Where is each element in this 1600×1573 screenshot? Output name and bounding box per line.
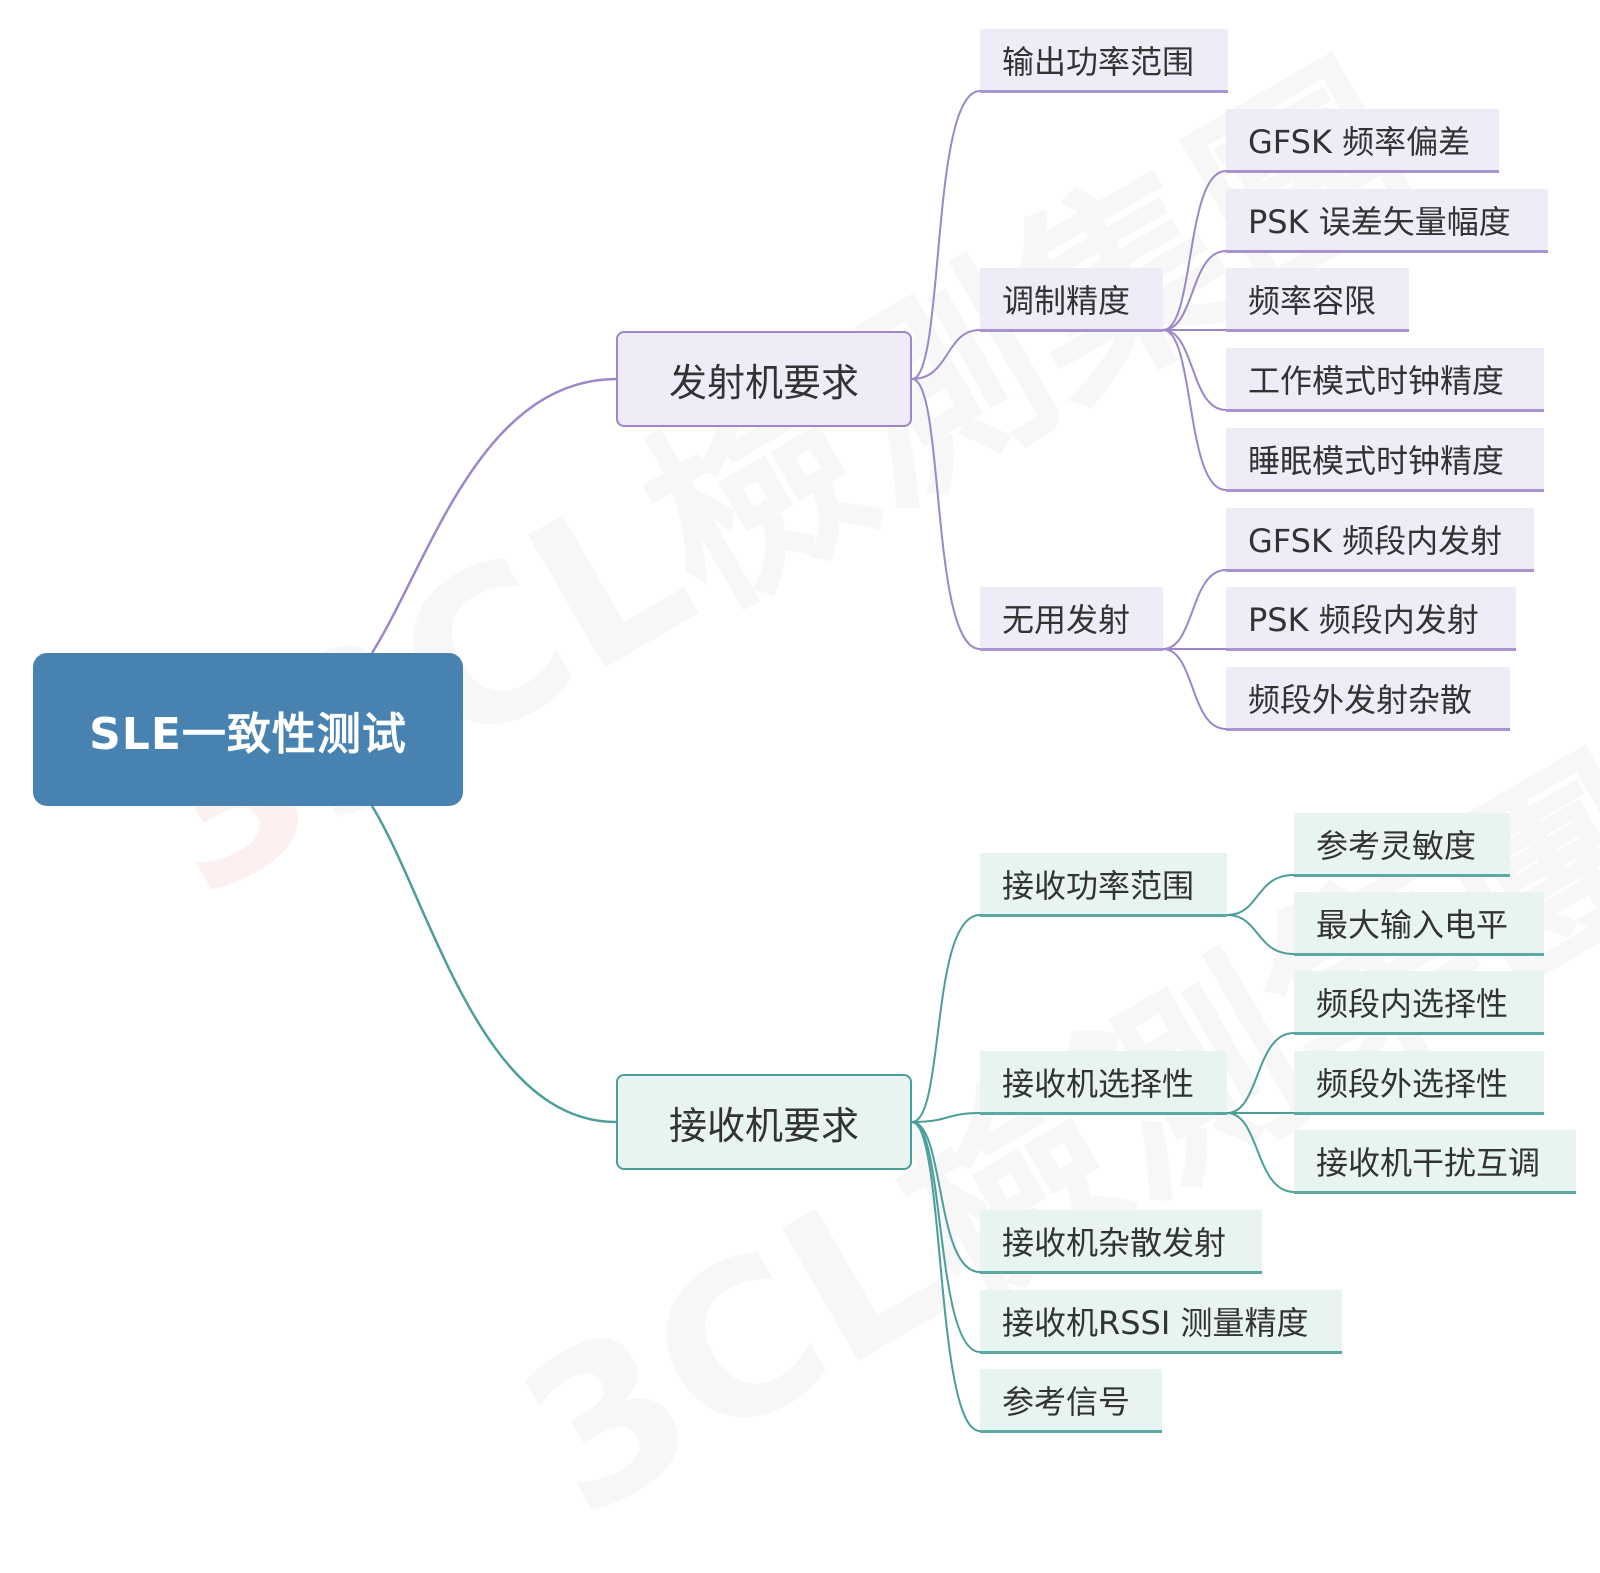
subtopic-label: 睡眠模式时钟精度 — [1248, 441, 1505, 480]
topic-receiver-selectivity[interactable]: 接收机选择性 — [980, 1051, 1227, 1115]
topic-label: 接收功率范围 — [1002, 866, 1195, 905]
subtopic-label: 频段外发射杂散 — [1248, 680, 1473, 719]
subtopic-label: 参考灵敏度 — [1316, 826, 1477, 865]
subtopic-frequency-tolerance[interactable]: 频率容限 — [1226, 268, 1409, 332]
subtopic-label: 频段外选择性 — [1316, 1064, 1509, 1103]
subtopic-label: GFSK 频段内发射 — [1248, 521, 1503, 560]
subtopic-sleep-clock-accuracy[interactable]: 睡眠模式时钟精度 — [1226, 428, 1544, 492]
topic-receive-power-range[interactable]: 接收功率范围 — [980, 853, 1227, 917]
subtopic-out-of-band-spurious[interactable]: 频段外发射杂散 — [1226, 667, 1510, 731]
topic-label: 输出功率范围 — [1002, 42, 1195, 81]
subtopic-max-input-level[interactable]: 最大输入电平 — [1294, 892, 1544, 956]
topic-output-power-range[interactable]: 输出功率范围 — [980, 29, 1228, 93]
receiver-node[interactable]: 接收机要求 — [616, 1074, 912, 1170]
subtopic-gfsk-frequency-deviation[interactable]: GFSK 频率偏差 — [1226, 109, 1499, 173]
transmitter-node[interactable]: 发射机要求 — [616, 331, 912, 427]
subtopic-receiver-intermodulation[interactable]: 接收机干扰互调 — [1294, 1130, 1576, 1194]
topic-modulation-accuracy[interactable]: 调制精度 — [980, 268, 1163, 332]
mindmap-canvas: 33CL檢測集團 3CL檢測集團 — [33, 29, 1576, 1433]
root-node[interactable]: SLE一致性测试 — [33, 653, 463, 806]
subtopic-out-of-band-selectivity[interactable]: 频段外选择性 — [1294, 1051, 1544, 1115]
receiver-label: 接收机要求 — [668, 1103, 859, 1148]
transmitter-label: 发射机要求 — [668, 360, 859, 405]
subtopic-label: 频率容限 — [1248, 281, 1377, 320]
topic-receiver-spurious-emission[interactable]: 接收机杂散发射 — [980, 1210, 1262, 1274]
subtopic-psk-evm[interactable]: PSK 误差矢量幅度 — [1226, 189, 1548, 253]
subtopic-label: PSK 误差矢量幅度 — [1248, 202, 1511, 241]
subtopic-inband-selectivity[interactable]: 频段内选择性 — [1294, 971, 1544, 1035]
topic-label: 无用发射 — [1002, 600, 1131, 639]
subtopic-reference-sensitivity[interactable]: 参考灵敏度 — [1294, 813, 1510, 877]
topic-label: 接收机杂散发射 — [1002, 1223, 1227, 1262]
subtopic-label: 最大输入电平 — [1316, 905, 1509, 944]
topic-label: 接收机选择性 — [1002, 1064, 1195, 1103]
subtopic-label: 接收机干扰互调 — [1316, 1143, 1541, 1182]
topic-label: 调制精度 — [1002, 281, 1131, 320]
subtopic-gfsk-inband-emission[interactable]: GFSK 频段内发射 — [1226, 508, 1534, 572]
root-label: SLE一致性测试 — [89, 708, 407, 760]
connector-lines — [370, 90, 1295, 1432]
subtopic-label: 工作模式时钟精度 — [1248, 361, 1505, 400]
subtopic-label: PSK 频段内发射 — [1248, 600, 1479, 639]
subtopic-active-clock-accuracy[interactable]: 工作模式时钟精度 — [1226, 348, 1544, 412]
topic-reference-signal[interactable]: 参考信号 — [980, 1369, 1162, 1433]
topic-unwanted-emission[interactable]: 无用发射 — [980, 587, 1163, 651]
subtopic-label: GFSK 频率偏差 — [1248, 122, 1471, 161]
subtopic-label: 频段内选择性 — [1316, 984, 1509, 1023]
subtopic-psk-inband-emission[interactable]: PSK 频段内发射 — [1226, 587, 1516, 651]
topic-label: 接收机RSSI 测量精度 — [1002, 1303, 1309, 1342]
topic-receiver-rssi-accuracy[interactable]: 接收机RSSI 测量精度 — [980, 1290, 1342, 1354]
topic-label: 参考信号 — [1002, 1382, 1131, 1421]
